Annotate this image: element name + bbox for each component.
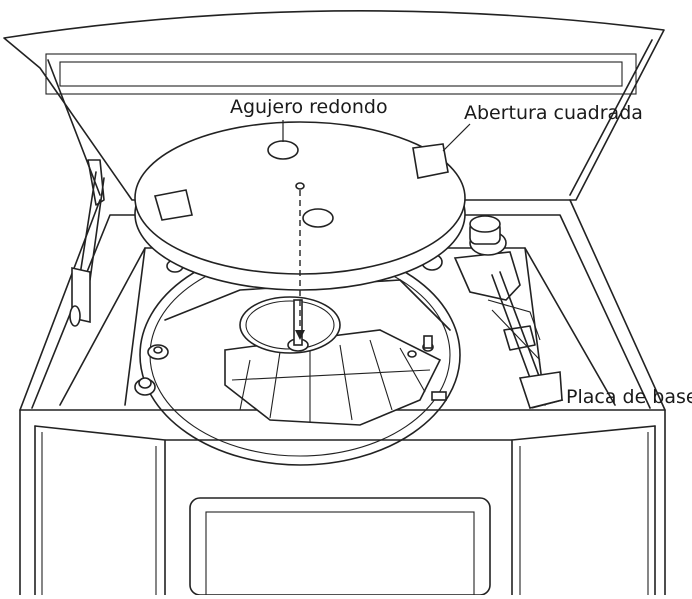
leader-base-plate [531,399,564,409]
platter-disc [134,121,466,291]
turntable-mechanism [147,279,451,426]
tonearm [453,215,563,409]
square-opening-right [412,143,449,179]
square-opening-left [153,189,193,221]
spindle-hole-mark [295,182,305,190]
leader-square-opening [442,123,471,152]
label-square-opening: Abertura cuadrada [464,102,643,124]
center-hole-mark [302,208,334,228]
round-hole-mark [267,140,299,160]
label-round-hole: Agujero redondo [230,96,388,118]
lid-support [69,159,105,327]
label-base-plate: Placa de base [566,386,692,408]
lid [3,10,665,201]
guide-arrowhead [295,330,305,340]
